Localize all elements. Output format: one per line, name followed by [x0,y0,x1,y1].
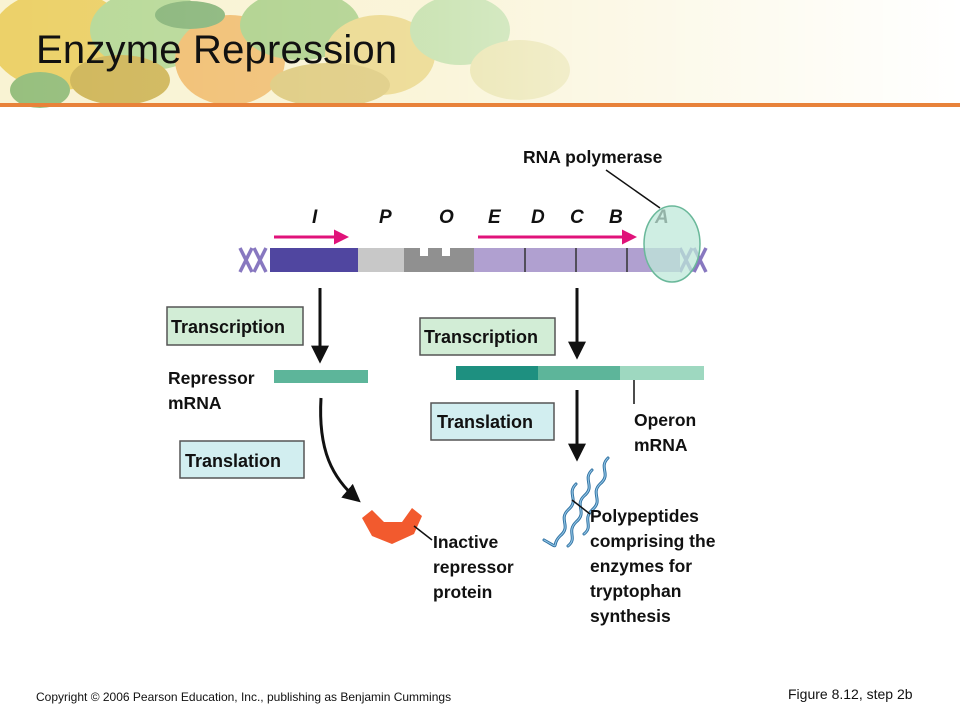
inactive-repressor-leader [413,525,433,541]
regulatory-gene-I [270,248,358,272]
operon-mrna-label-line2: mRNA [634,435,688,455]
inactive-repressor-protein [362,508,422,544]
repressor-mrna-bar [274,370,368,383]
operator-segment [404,248,474,272]
gene-dividers [524,248,628,272]
left-transcription-label: Transcription [171,317,285,337]
polypeptides-label-line2: comprising the [590,531,716,551]
gene-label-O: O [439,207,454,228]
polypeptides-leader [571,499,591,515]
gene-label-I: I [312,207,318,228]
left-translation-label: Translation [185,451,281,471]
inactive-repressor-label-line1: Inactive [433,532,498,552]
gene-label-D: D [531,207,545,228]
header-banner [0,0,960,108]
inactive-repressor-label-line2: repressor [433,557,514,577]
repressor-mrna-label-line1: Repressor [168,368,255,388]
gene-label-E: E [488,207,502,228]
left-transcription-box [166,306,304,346]
right-transcription-box [419,317,556,356]
gene-label-B: B [609,207,623,228]
rna-polymerase-label: RNA polymerase [523,147,663,167]
polypeptides-label-line3: enzymes for [590,556,692,576]
left-translation-arrow [319,397,361,503]
polypeptides-label-line1: Polypeptides [590,506,699,526]
inactive-repressor-label-line3: protein [433,582,492,602]
operon-mrna-bar [456,366,704,380]
polypeptides-label-line5: synthesis [590,606,671,626]
rna-polymerase-leader [605,169,661,209]
promoter-segment [358,248,404,272]
right-translation-box [430,402,555,441]
gene-labels: I P O E D C B A [312,207,669,228]
rna-polymerase [643,205,701,283]
slide-title: Enzyme Repression [36,28,398,72]
left-translation-box [179,440,305,479]
gene-label-C: C [570,207,584,228]
gene-label-P: P [379,207,392,228]
copyright-notice: Copyright © 2006 Pearson Education, Inc.… [36,690,452,704]
polypeptides-label-line4: tryptophan [590,581,681,601]
dna-helix-left [238,247,268,273]
repressor-mrna-label-line2: mRNA [168,393,222,413]
polypeptide-chains [542,456,610,548]
right-translation-label: Translation [437,412,533,432]
right-transcription-label: Transcription [424,327,538,347]
operon-mrna-label-line1: Operon [634,410,696,430]
figure-reference: Figure 8.12, step 2b [788,686,913,702]
